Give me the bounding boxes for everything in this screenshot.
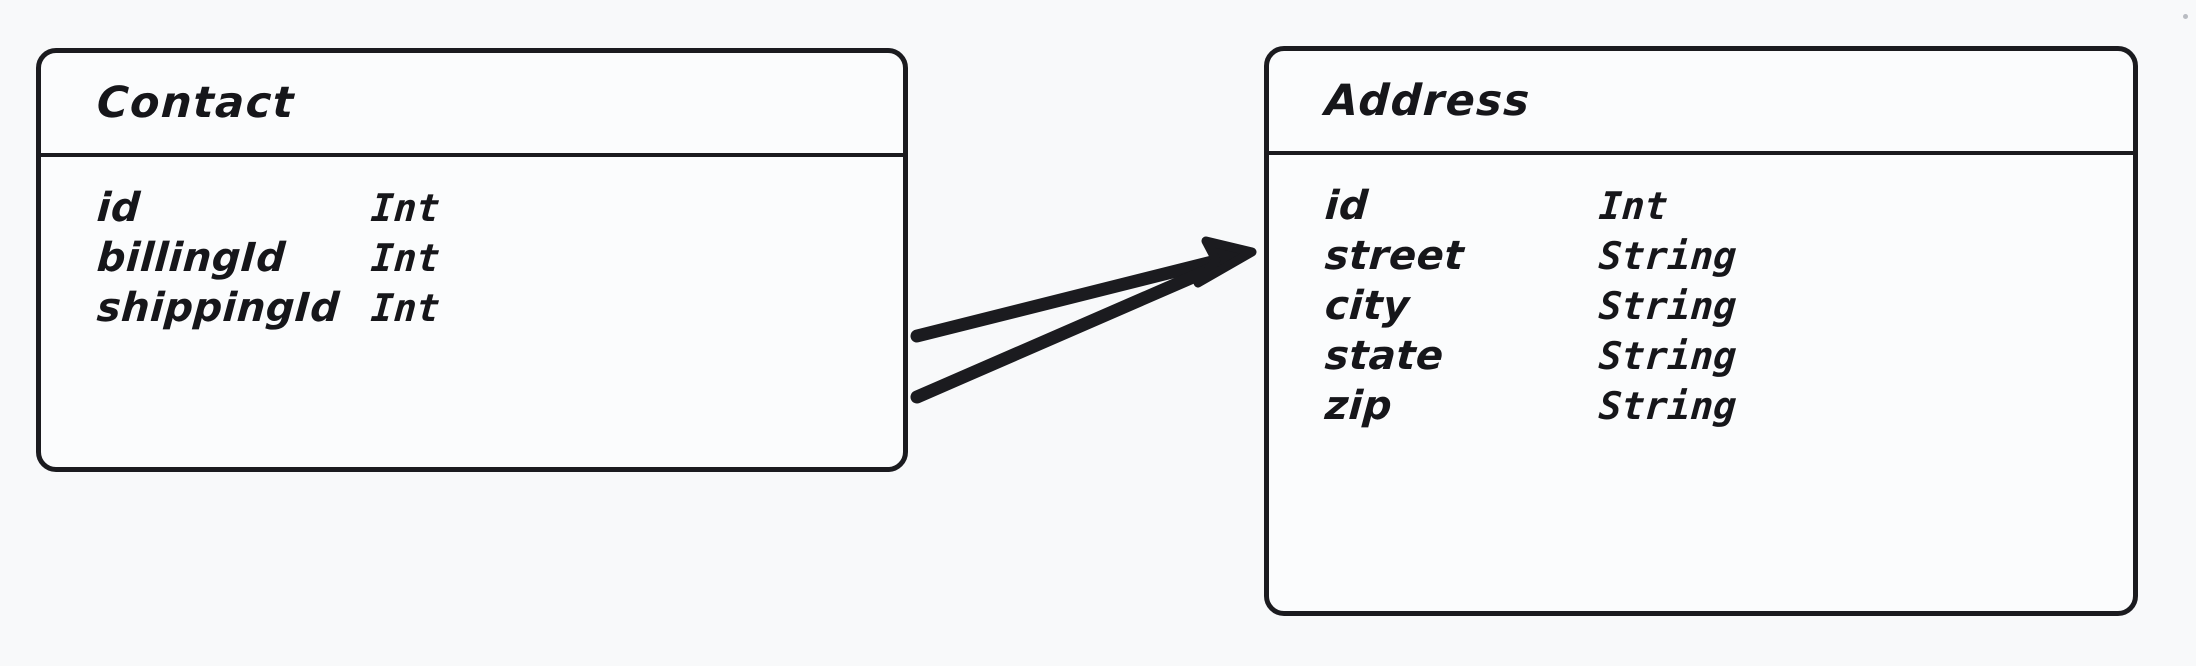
field-row[interactable]: city String <box>1269 283 2133 333</box>
field-type: String <box>1597 284 1738 328</box>
field-name: street <box>1323 233 1466 279</box>
field-name: shippingId <box>95 285 342 331</box>
field-row[interactable]: id Int <box>41 185 903 235</box>
field-row[interactable]: shippingId Int <box>41 285 903 335</box>
field-type: String <box>1597 384 1738 428</box>
entity-address-fields: id Int street String city String state S… <box>1269 155 2133 433</box>
entity-address-header: Address <box>1269 51 2133 155</box>
field-row[interactable]: state String <box>1269 333 2133 383</box>
field-name: id <box>95 185 142 231</box>
entity-contact-fields: id Int billingId Int shippingId Int <box>41 157 903 335</box>
field-name: zip <box>1323 383 1394 429</box>
entity-address-title: Address <box>1323 76 1532 126</box>
field-row[interactable]: id Int <box>1269 183 2133 233</box>
field-type: String <box>1597 234 1738 278</box>
field-name: billingId <box>95 235 288 281</box>
entity-address[interactable]: Address id Int street String city String… <box>1264 46 2138 616</box>
field-type: Int <box>369 286 442 330</box>
stray-dot <box>2183 14 2188 19</box>
field-row[interactable]: street String <box>1269 233 2133 283</box>
field-row[interactable]: billingId Int <box>41 235 903 285</box>
relationship-arrow-billing[interactable] <box>910 250 1239 343</box>
field-row[interactable]: zip String <box>1269 383 2133 433</box>
relationship-arrow-shipping[interactable] <box>910 253 1239 404</box>
entity-contact-header: Contact <box>41 53 903 157</box>
field-type: String <box>1597 334 1738 378</box>
field-type: Int <box>369 186 442 230</box>
entity-contact[interactable]: Contact id Int billingId Int shippingId … <box>36 48 908 472</box>
field-type: Int <box>1597 184 1670 228</box>
entity-contact-title: Contact <box>95 78 297 128</box>
arrowhead-icon <box>1193 236 1257 288</box>
field-name: state <box>1323 333 1446 379</box>
field-type: Int <box>369 236 442 280</box>
field-name: city <box>1323 283 1412 329</box>
field-name: id <box>1323 183 1370 229</box>
